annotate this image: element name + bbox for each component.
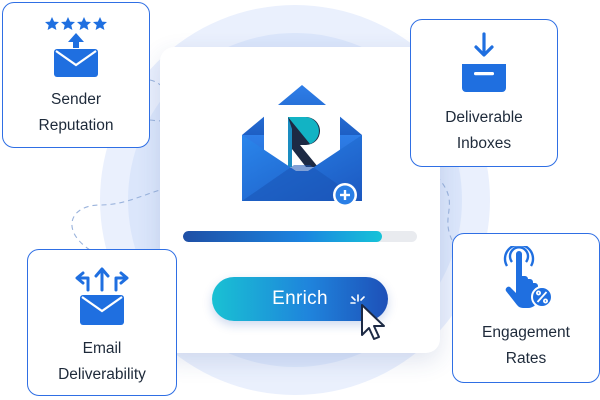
progress-bar — [183, 231, 417, 242]
email-card-line1: Email — [82, 340, 122, 357]
sender-reputation-card: Sender Reputation — [2, 2, 150, 148]
plus-badge-icon — [333, 183, 357, 207]
engage-card-line1: Engagement — [482, 324, 570, 341]
inbox-tray-icon — [462, 32, 506, 92]
email-deliverability-card: Email Deliverability — [27, 249, 177, 396]
engagement-rates-card: Engagement Rates — [452, 233, 600, 383]
r-logo — [288, 117, 320, 167]
email-card-line2: Deliverability — [58, 366, 146, 383]
progress-bar-fill — [183, 231, 382, 242]
envelope-arrows-icon — [75, 267, 129, 325]
pointer-cursor-icon — [350, 294, 385, 340]
sender-card-line1: Sender — [51, 91, 101, 108]
open-envelope-icon — [242, 79, 362, 209]
tap-hand-percent-icon — [503, 246, 553, 308]
inbox-card-line2: Inboxes — [456, 135, 512, 152]
deliverable-inboxes-card: Deliverable Inboxes — [410, 19, 558, 167]
sender-card-line2: Reputation — [38, 117, 114, 134]
inbox-card-line1: Deliverable — [445, 109, 523, 126]
enrich-card: Enrich — [160, 47, 440, 353]
star-envelope-icon — [45, 17, 107, 77]
engage-card-line2: Rates — [505, 350, 547, 367]
